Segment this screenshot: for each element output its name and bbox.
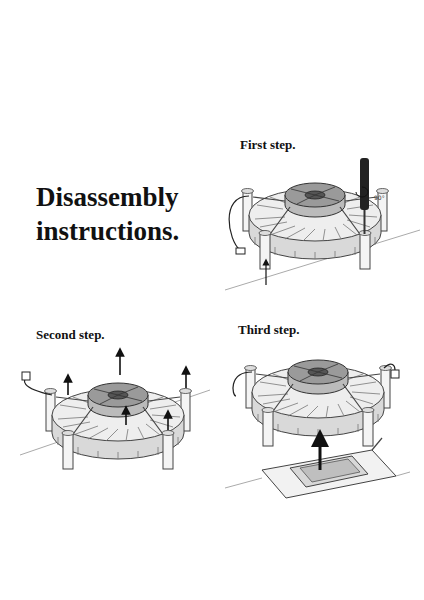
diagram-title: Disassembly instructions. xyxy=(36,180,221,248)
step2-art xyxy=(20,352,210,469)
step1-art: 90° xyxy=(225,158,420,290)
step-label: Second step. xyxy=(36,327,105,343)
svg-text:90°: 90° xyxy=(374,194,385,201)
step-label: First step. xyxy=(240,137,296,153)
step-label: Third step. xyxy=(238,322,299,338)
step3-art xyxy=(225,360,410,498)
